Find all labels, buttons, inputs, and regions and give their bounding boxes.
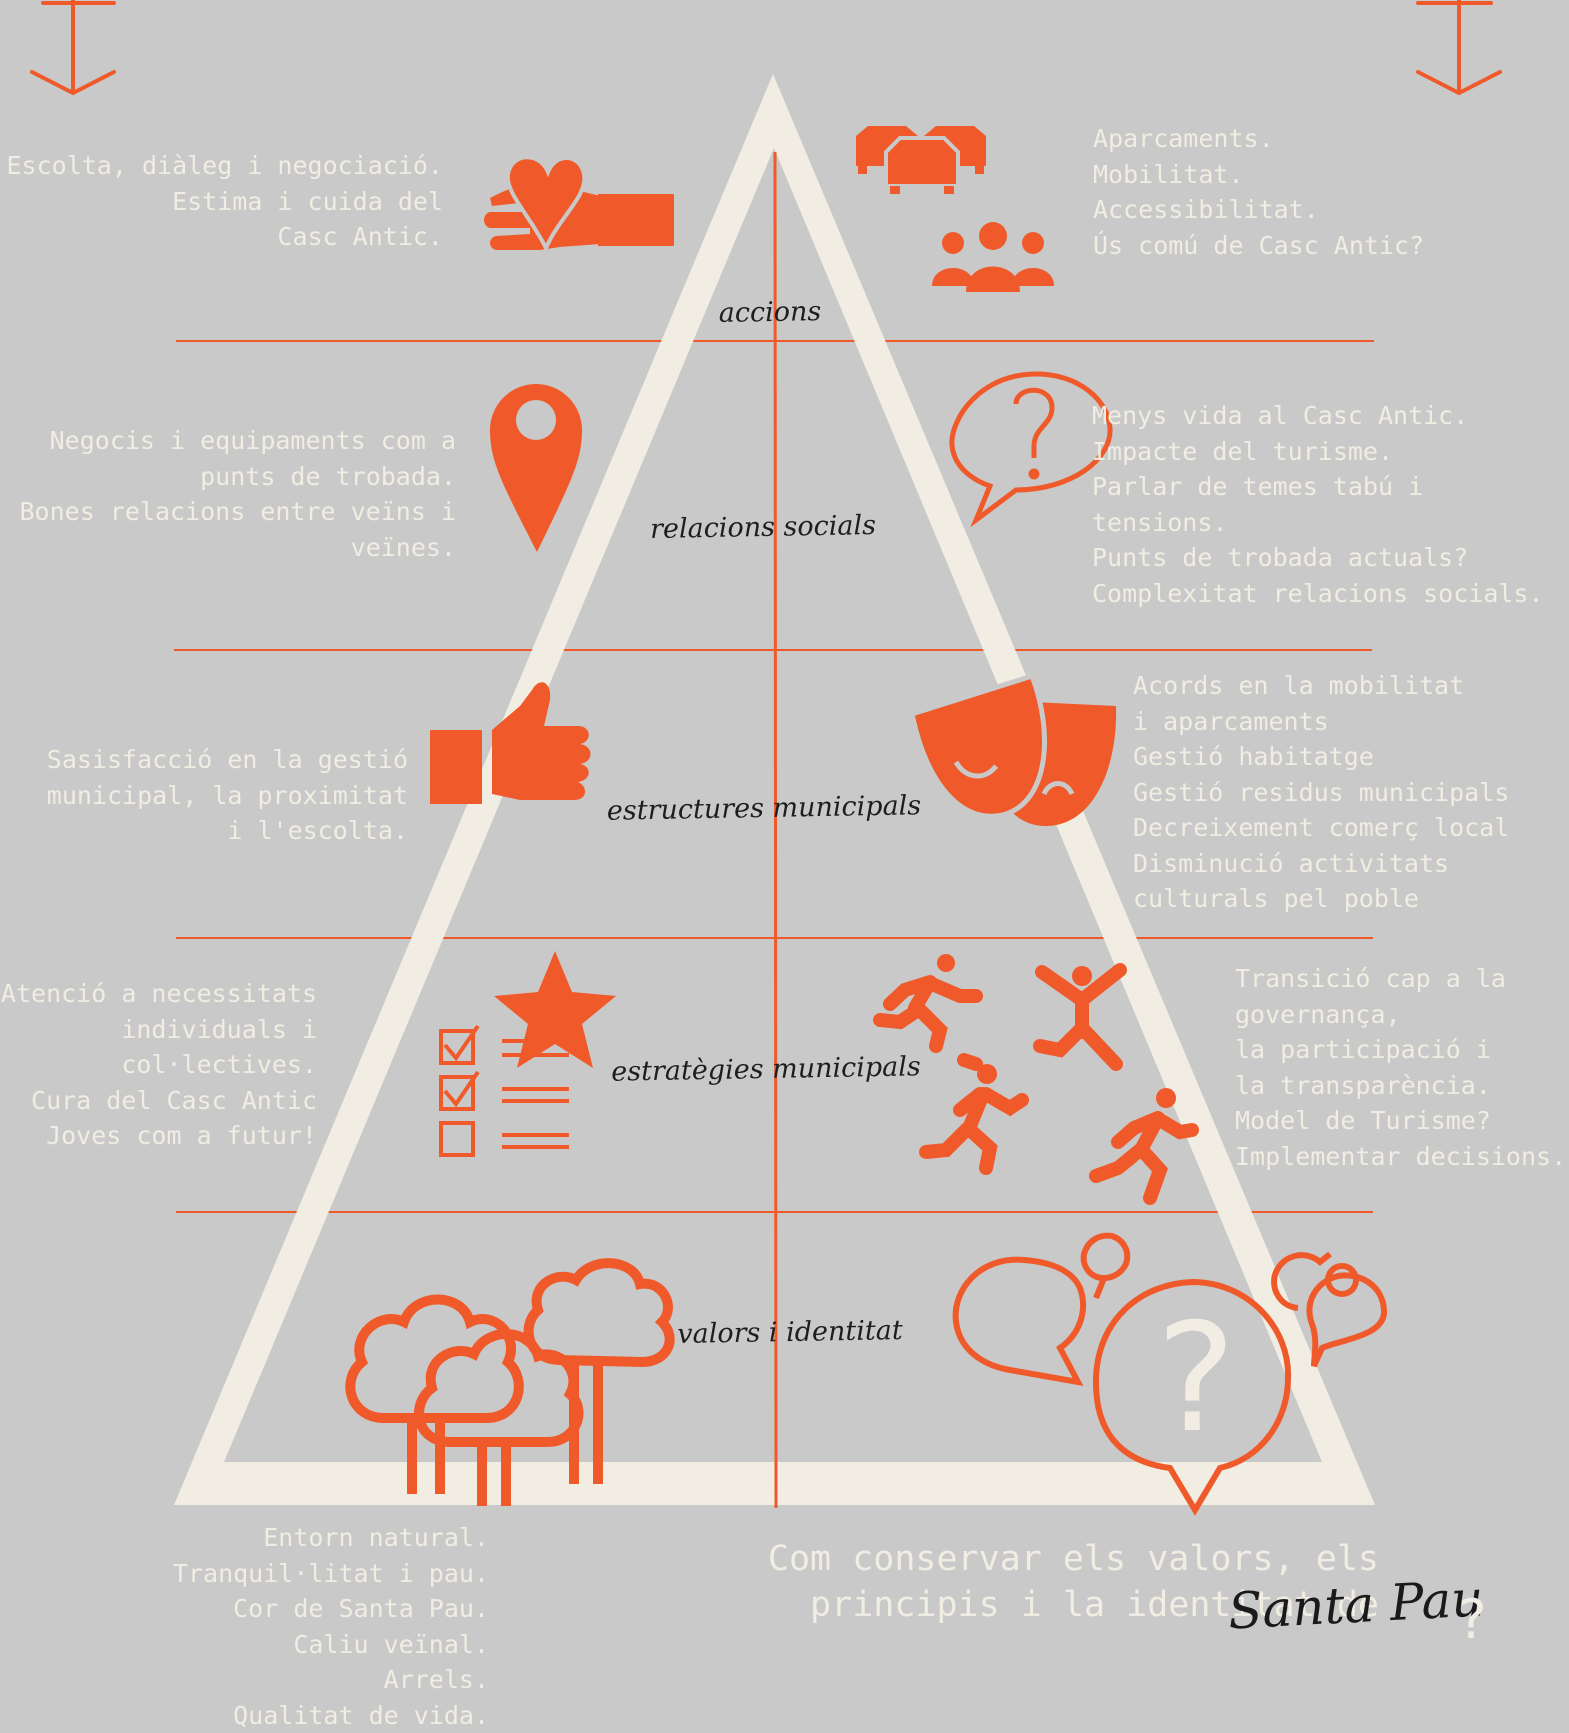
theater-masks-icon — [909, 672, 1117, 826]
level-label-estrategies-municipals: estratègies municipals — [611, 1051, 921, 1088]
pyramid-axis — [773, 151, 778, 1509]
speech-bubbles-icon — [952, 1232, 1388, 1516]
accions-right-text: Aparcaments. Mobilitat. Accessibilitat. … — [1093, 124, 1425, 260]
estructures-right-text: Acords en la mobilitat i aparcaments Ges… — [1133, 671, 1510, 913]
checklist-icon — [439, 1024, 569, 1157]
map-pin-icon — [490, 384, 582, 552]
arrow-down-icon — [1416, 0, 1502, 96]
star-icon — [494, 951, 616, 1068]
relacions-right-text: Menys vida al Casc Antic. Impacte del tu… — [1092, 401, 1544, 608]
heart-hand-icon — [484, 155, 674, 253]
question-bubble-icon — [949, 371, 1113, 528]
cars-icon — [856, 126, 986, 194]
running-people-icon — [873, 954, 1199, 1205]
estrategies-right-text: Transició cap a la governança, la partic… — [1235, 964, 1567, 1171]
closing-question-mark: ? — [1458, 1588, 1487, 1651]
relacions-left-text: Negocis i equipaments com a punts de tro… — [19, 426, 457, 562]
thumbs-up-icon — [430, 682, 591, 804]
arrow-down-icon — [30, 0, 116, 96]
estrategies-left-text: Atenció a necessitats individuals i col·… — [0, 979, 317, 1150]
level-label-accions: accions — [718, 296, 822, 329]
accions-left-text: Escolta, diàleg i negociació. Estima i c… — [6, 151, 444, 251]
people-icon — [932, 222, 1054, 292]
estructures-left-text: Sasisfacció en la gestió municipal, la p… — [46, 745, 408, 845]
closing-question: Com conservar els valors, els principis … — [767, 1539, 1379, 1625]
level-label-estructures-municipals: estructures municipals — [606, 790, 922, 827]
question-mark-glyph: ? — [1156, 1292, 1236, 1466]
valors-left-text: Entorn natural. Tranquil·litat i pau. Co… — [172, 1523, 489, 1730]
level-label-relacions-socials: relacions socials — [649, 510, 877, 545]
trees-icon — [345, 1258, 675, 1506]
level-label-valors-identitat: valors i identitat — [677, 1315, 903, 1350]
